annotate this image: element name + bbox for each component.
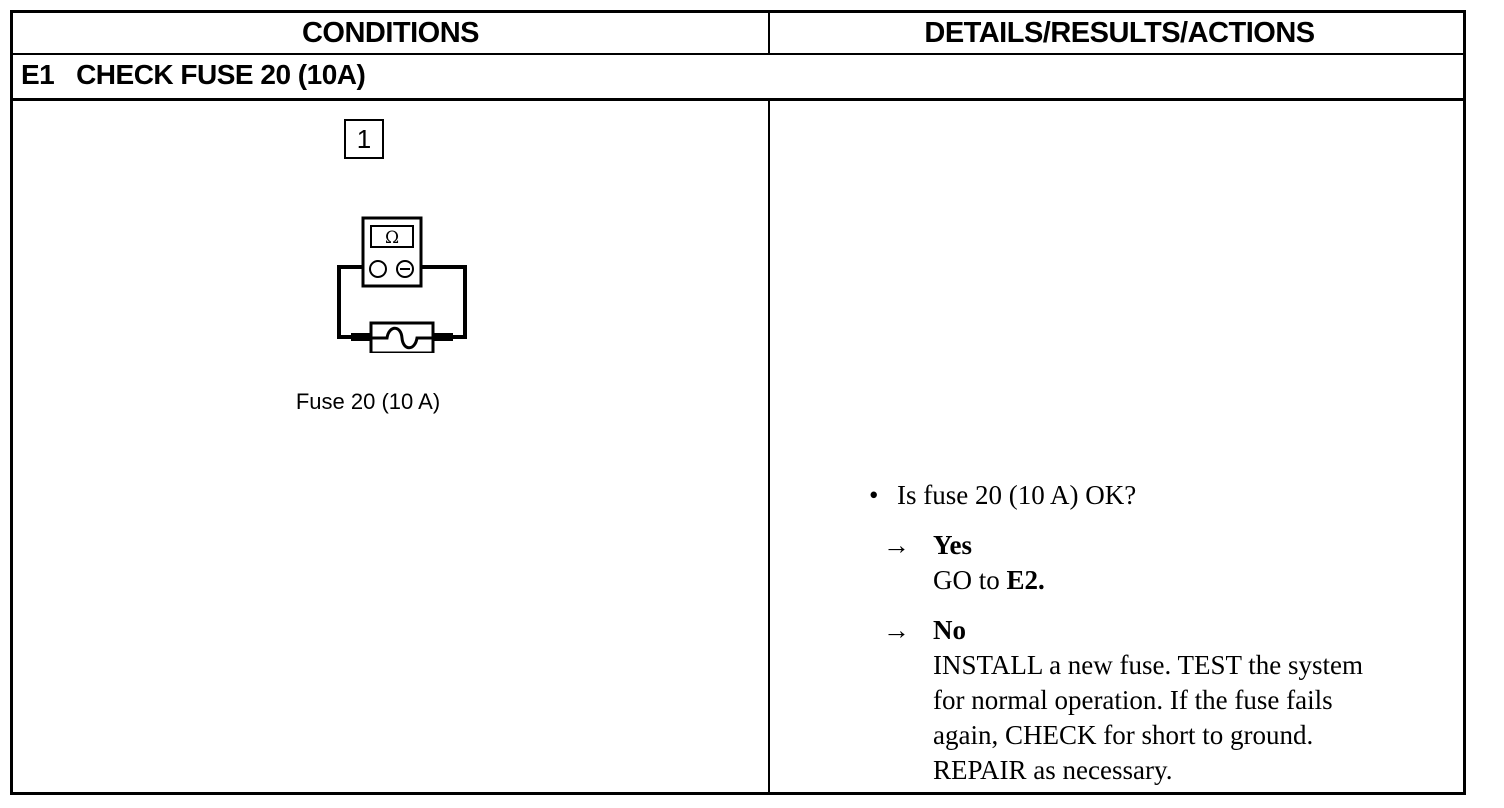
ohmmeter-fuse-illustration: Ω — [337, 216, 467, 355]
yes-action-target: E2. — [1006, 565, 1045, 595]
question-text: Is fuse 20 (10 A) OK? — [897, 480, 1137, 510]
answer-no-line: again, CHECK for short to ground. — [933, 720, 1314, 750]
probe-tip-left — [351, 333, 371, 341]
answer-no-line: for normal operation. If the fuse fails — [933, 685, 1333, 715]
table-header-row: CONDITIONS DETAILS/RESULTS/ACTIONS — [13, 13, 1463, 55]
bullet-icon: • — [869, 480, 879, 510]
yes-action-prefix: GO to — [933, 565, 1007, 595]
arrow-right-icon: → — [883, 615, 910, 645]
ohm-symbol-icon: Ω — [385, 228, 399, 248]
answer-no-line: REPAIR as necessary. — [933, 755, 1173, 785]
arrow-right-icon: → — [883, 530, 910, 560]
section-title: E1 CHECK FUSE 20 (10A) — [21, 59, 366, 90]
column-divider — [768, 101, 770, 795]
answer-no-label: No — [933, 615, 966, 645]
step-number-box: 1 — [344, 119, 384, 159]
left-test-lead — [337, 265, 363, 339]
section-row: E1 CHECK FUSE 20 (10A) — [13, 55, 1463, 101]
answer-yes: → Yes GO to E2. — [863, 528, 1463, 598]
answer-yes-label: Yes — [933, 530, 972, 560]
check-question: • Is fuse 20 (10 A) OK? — [863, 478, 1463, 513]
diagnostic-table: CONDITIONS DETAILS/RESULTS/ACTIONS E1 CH… — [10, 10, 1466, 795]
details-content: • Is fuse 20 (10 A) OK? → Yes GO to E2. … — [863, 478, 1463, 788]
right-test-lead — [421, 265, 467, 339]
answer-yes-action: GO to E2. — [933, 563, 1463, 598]
column-divider — [768, 13, 770, 55]
meter-display — [370, 225, 414, 248]
conditions-header: CONDITIONS — [301, 17, 480, 49]
fuse-element-icon — [371, 326, 433, 350]
ohmmeter-fuse-diagram: Ω — [321, 213, 471, 358]
details-header: DETAILS/RESULTS/ACTIONS — [924, 17, 1315, 49]
answer-no-line: INSTALL a new fuse. TEST the system — [933, 650, 1364, 680]
answer-no: → No INSTALL a new fuse. TEST the system… — [863, 613, 1463, 788]
fuse-caption: Fuse 20 (10 A) — [295, 389, 441, 414]
meter-terminal-icon — [369, 260, 387, 278]
probe-tip-right — [433, 333, 453, 341]
